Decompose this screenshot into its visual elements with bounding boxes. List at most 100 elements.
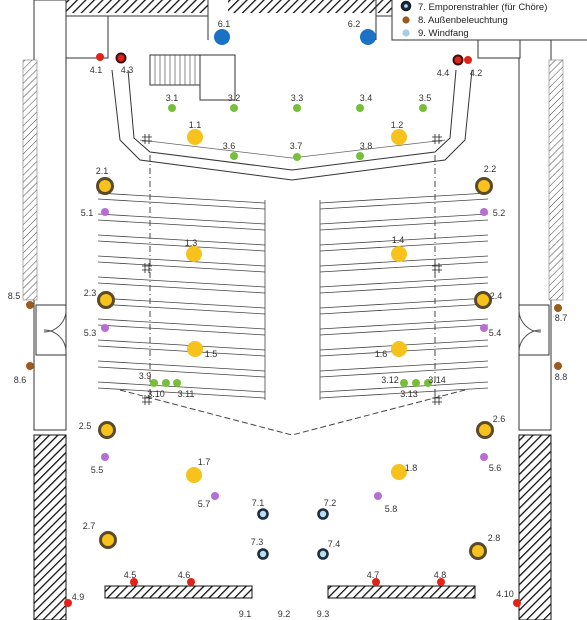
fixture-label-8-8: 8.8 — [555, 372, 568, 382]
fixture-label-6-1: 6.1 — [218, 19, 231, 29]
gallery-spotlight-marker-7-2 — [317, 508, 329, 520]
exterior-light-marker-4-10 — [513, 599, 521, 607]
gallery-spotlight-marker-7-1 — [257, 508, 269, 520]
fixture-label-2-1: 2.1 — [96, 166, 109, 176]
fixture-label-5-4: 5.4 — [489, 328, 502, 338]
fixture-label-5-6: 5.6 — [489, 463, 502, 473]
exterior-light-marker-4-8 — [437, 578, 445, 586]
fixture-label-8-5: 8.5 — [8, 291, 21, 301]
wall-light-marker-5-4 — [480, 324, 488, 332]
fixture-label-3-12: 3.12 — [381, 375, 399, 385]
fixture-label-1-6: 1.6 — [375, 349, 388, 359]
choir-light-marker-3-7 — [293, 153, 301, 161]
fixture-label-4-4: 4.4 — [437, 68, 450, 78]
exterior-light-marker-4-6 — [187, 578, 195, 586]
fixture-label-8-7: 8.7 — [555, 313, 568, 323]
chandelier-marker-2-4 — [474, 291, 492, 309]
choir-light-marker-3-11 — [173, 379, 181, 387]
legend-label-aussenbeleuchtung: 8. Außenbeleuchtung — [418, 15, 508, 26]
fixture-label-5-1: 5.1 — [81, 208, 94, 218]
wall-light-marker-5-1 — [101, 208, 109, 216]
wall-light-marker-5-7 — [211, 492, 219, 500]
fixture-label-1-7: 1.7 — [198, 457, 211, 467]
exterior-light-ring-marker-4-3 — [115, 52, 127, 64]
legend-marker-windfang — [402, 29, 410, 37]
fixture-label-3-10: 3.10 — [147, 389, 165, 399]
outdoor-light-marker-8-6 — [26, 362, 34, 370]
fixture-label-3-11: 3.11 — [178, 389, 195, 399]
chandelier-marker-2-6 — [476, 421, 494, 439]
chandelier-marker-2-5 — [98, 421, 116, 439]
fixture-label-5-3: 5.3 — [84, 328, 97, 338]
fixture-label-1-4: 1.4 — [392, 235, 405, 245]
stair-light-marker-6-2 — [360, 29, 376, 45]
windfang-label-9-2: 9.2 — [278, 609, 291, 619]
wall-light-marker-5-8 — [374, 492, 382, 500]
choir-light-marker-3-6 — [230, 152, 238, 160]
fixture-label-5-7: 5.7 — [198, 499, 211, 509]
wall-light-marker-5-5 — [101, 453, 109, 461]
legend-label-windfang: 9. Windfang — [418, 28, 469, 39]
legend: 7. Emporenstrahler (für Chöre) 8. Außenb… — [391, 0, 587, 41]
fixture-label-5-8: 5.8 — [385, 504, 398, 514]
ceiling-light-marker-1-8 — [391, 464, 407, 480]
fixture-label-2-4: 2.4 — [490, 291, 503, 301]
fixture-label-2-5: 2.5 — [79, 421, 92, 431]
exterior-light-marker-4-7 — [372, 578, 380, 586]
fixture-label-4-3: 4.3 — [121, 65, 134, 75]
ceiling-light-marker-1-7 — [186, 467, 202, 483]
ceiling-light-marker-1-5 — [187, 341, 203, 357]
choir-light-marker-3-2 — [230, 104, 238, 112]
chandelier-marker-2-1 — [96, 177, 114, 195]
fixture-label-4-1: 4.1 — [90, 65, 103, 75]
fixture-label-3-2: 3.2 — [228, 93, 241, 103]
choir-light-marker-3-10 — [162, 379, 170, 387]
fixture-label-2-2: 2.2 — [484, 164, 497, 174]
fixture-label-1-8: 1.8 — [405, 463, 418, 473]
choir-light-marker-3-1 — [168, 104, 176, 112]
fixture-label-7-2: 7.2 — [324, 498, 337, 508]
wall-light-marker-5-2 — [480, 208, 488, 216]
exterior-light-marker-4-2 — [464, 56, 472, 64]
fixture-label-7-1: 7.1 — [252, 498, 265, 508]
fixture-label-5-5: 5.5 — [91, 465, 104, 475]
outdoor-light-marker-8-8 — [554, 362, 562, 370]
exterior-light-ring-marker-4-4 — [452, 54, 464, 66]
fixture-label-3-1: 3.1 — [166, 93, 179, 103]
chandelier-marker-2-8 — [469, 542, 487, 560]
fixture-label-3-4: 3.4 — [360, 93, 373, 103]
fixture-label-4-2: 4.2 — [470, 68, 483, 78]
fixture-label-3-9: 3.9 — [139, 371, 152, 381]
legend-label-emporenstrahler: 7. Emporenstrahler (für Chöre) — [418, 2, 547, 13]
fixture-label-3-13: 3.13 — [400, 389, 418, 399]
fixture-label-3-14: 3.14 — [428, 375, 446, 385]
fixture-label-4-10: 4.10 — [496, 589, 514, 599]
fixture-label-1-1: 1.1 — [189, 120, 202, 130]
outdoor-light-marker-8-5 — [26, 301, 34, 309]
fixture-label-4-9: 4.9 — [72, 592, 85, 602]
choir-light-marker-3-4 — [356, 104, 364, 112]
fixture-label-3-3: 3.3 — [291, 93, 304, 103]
fixture-label-3-8: 3.8 — [360, 141, 373, 151]
gallery-spotlight-marker-7-4 — [317, 548, 329, 560]
fixture-label-1-3: 1.3 — [185, 238, 198, 248]
choir-light-marker-3-9 — [150, 379, 158, 387]
fixture-label-4-8: 4.8 — [434, 570, 447, 580]
fixture-label-7-3: 7.3 — [251, 537, 264, 547]
ceiling-light-marker-1-1 — [187, 129, 203, 145]
fixture-label-7-4: 7.4 — [328, 539, 341, 549]
fixture-label-3-6: 3.6 — [223, 141, 236, 151]
fixture-label-3-7: 3.7 — [290, 141, 303, 151]
fixture-label-4-5: 4.5 — [124, 570, 137, 580]
fixture-label-1-2: 1.2 — [391, 120, 404, 130]
fixture-label-1-5: 1.5 — [205, 349, 218, 359]
fixture-label-6-2: 6.2 — [348, 19, 361, 29]
choir-light-marker-3-3 — [293, 104, 301, 112]
windfang-label-9-3: 9.3 — [317, 609, 330, 619]
chandelier-marker-2-7 — [99, 531, 117, 549]
choir-light-marker-3-8 — [356, 152, 364, 160]
fixture-label-2-7: 2.7 — [83, 521, 96, 531]
chandelier-marker-2-3 — [97, 291, 115, 309]
